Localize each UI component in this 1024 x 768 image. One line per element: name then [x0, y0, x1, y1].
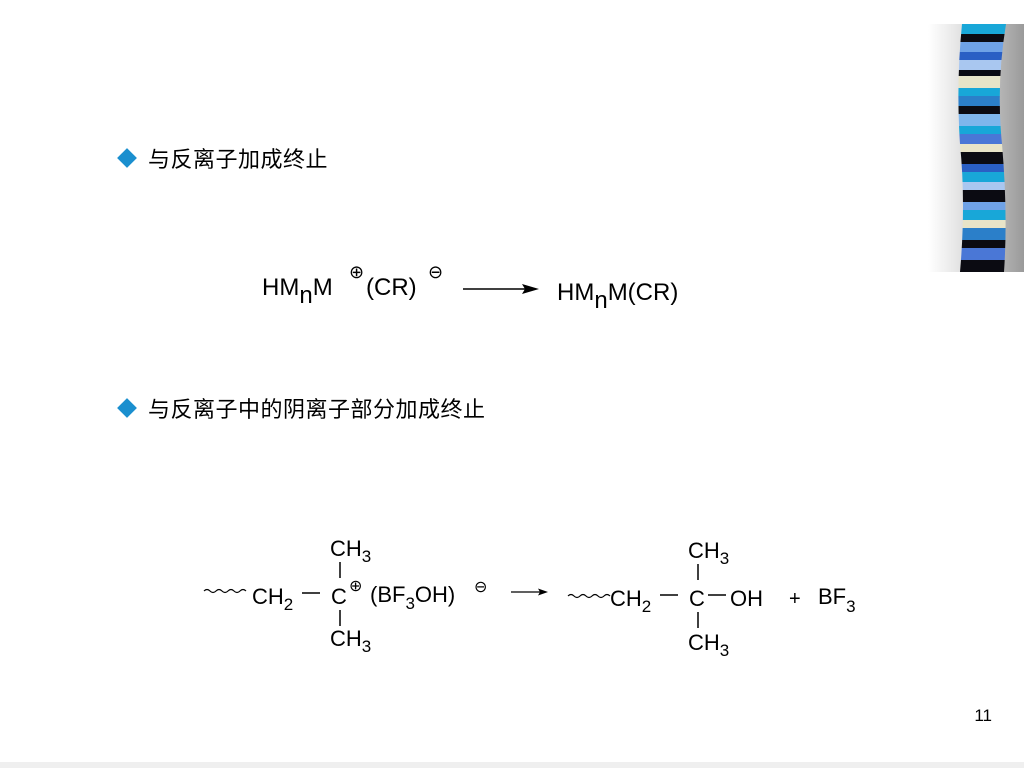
subscript: 3	[720, 549, 729, 568]
formula-text: M	[313, 274, 333, 301]
formula-text: CH	[252, 584, 284, 609]
svg-text:(BF3OH): (BF3OH)	[370, 582, 455, 613]
page-number: 11	[974, 706, 992, 725]
subscript: 3	[720, 641, 729, 660]
reaction-arrow-icon	[511, 588, 548, 596]
formula-text: CH	[610, 586, 642, 611]
formula-text: (BF	[370, 582, 405, 607]
wavy-bond-icon	[567, 593, 611, 599]
subscript: 3	[362, 637, 371, 656]
svg-text:HMnM(CR): HMnM(CR)	[557, 279, 678, 314]
subscript: 3	[846, 597, 855, 616]
formula-text: HM	[262, 274, 299, 301]
carbon-atom: C	[689, 586, 705, 611]
reaction-arrow-icon	[463, 284, 539, 294]
positive-charge-icon: ⊕	[349, 578, 362, 595]
negative-charge-icon: ⊖	[474, 579, 487, 596]
svg-text:HMnM: HMnM	[262, 274, 333, 309]
wavy-bond-icon	[203, 588, 247, 594]
formula-text: M(CR)	[608, 279, 679, 306]
subscript: 3	[362, 547, 371, 566]
subscript: 2	[642, 597, 651, 616]
bullet-text: 与反离子中的阴离子部分加成终止	[148, 398, 486, 423]
formula-text: HM	[557, 279, 594, 306]
svg-text:CH3: CH3	[330, 626, 371, 656]
bullet-item-1: 与反离子加成终止	[116, 143, 328, 173]
reaction-1-product: HMnM(CR)	[557, 279, 678, 314]
footer-divider	[0, 762, 1024, 768]
reaction-2-product: CH2 CH3 C OH CH3 + BF3	[567, 538, 856, 660]
formula-text: BF	[818, 584, 846, 609]
formula-text: OH)	[415, 582, 455, 607]
formula-text: CH	[688, 630, 720, 655]
formula-text: CH	[330, 626, 362, 651]
hydroxyl-group: OH	[730, 586, 763, 611]
subscript: 3	[405, 594, 414, 613]
decorative-banner	[928, 24, 1024, 272]
positive-charge-icon: ⊕	[349, 262, 364, 282]
reaction-1-reactant: HMnM ⊕ (CR) ⊖	[262, 262, 443, 309]
formula-text: CH	[330, 536, 362, 561]
striped-ribbon-graphic	[958, 24, 1006, 272]
svg-text:BF3: BF3	[818, 584, 856, 616]
formula-text: CH	[688, 538, 720, 563]
bullet-item-2: 与反离子中的阴离子部分加成终止	[116, 393, 486, 423]
carbon-atom: C	[331, 584, 347, 609]
svg-text:CH2: CH2	[252, 584, 293, 614]
subscript: n	[299, 282, 312, 309]
svg-text:CH2: CH2	[610, 586, 651, 616]
svg-text:CH3: CH3	[688, 538, 729, 568]
bullet-text: 与反离子加成终止	[148, 148, 329, 173]
svg-text:CH3: CH3	[688, 630, 729, 660]
subscript: n	[594, 287, 607, 314]
svg-text:CH3: CH3	[330, 536, 371, 566]
negative-charge-icon: ⊖	[428, 262, 443, 282]
reaction-2-reactant: CH2 CH3 C ⊕ CH3 (BF3OH) ⊖	[203, 536, 487, 656]
plus-sign: +	[789, 588, 801, 610]
counter-ion-text: (CR)	[366, 274, 417, 301]
subscript: 2	[284, 595, 293, 614]
